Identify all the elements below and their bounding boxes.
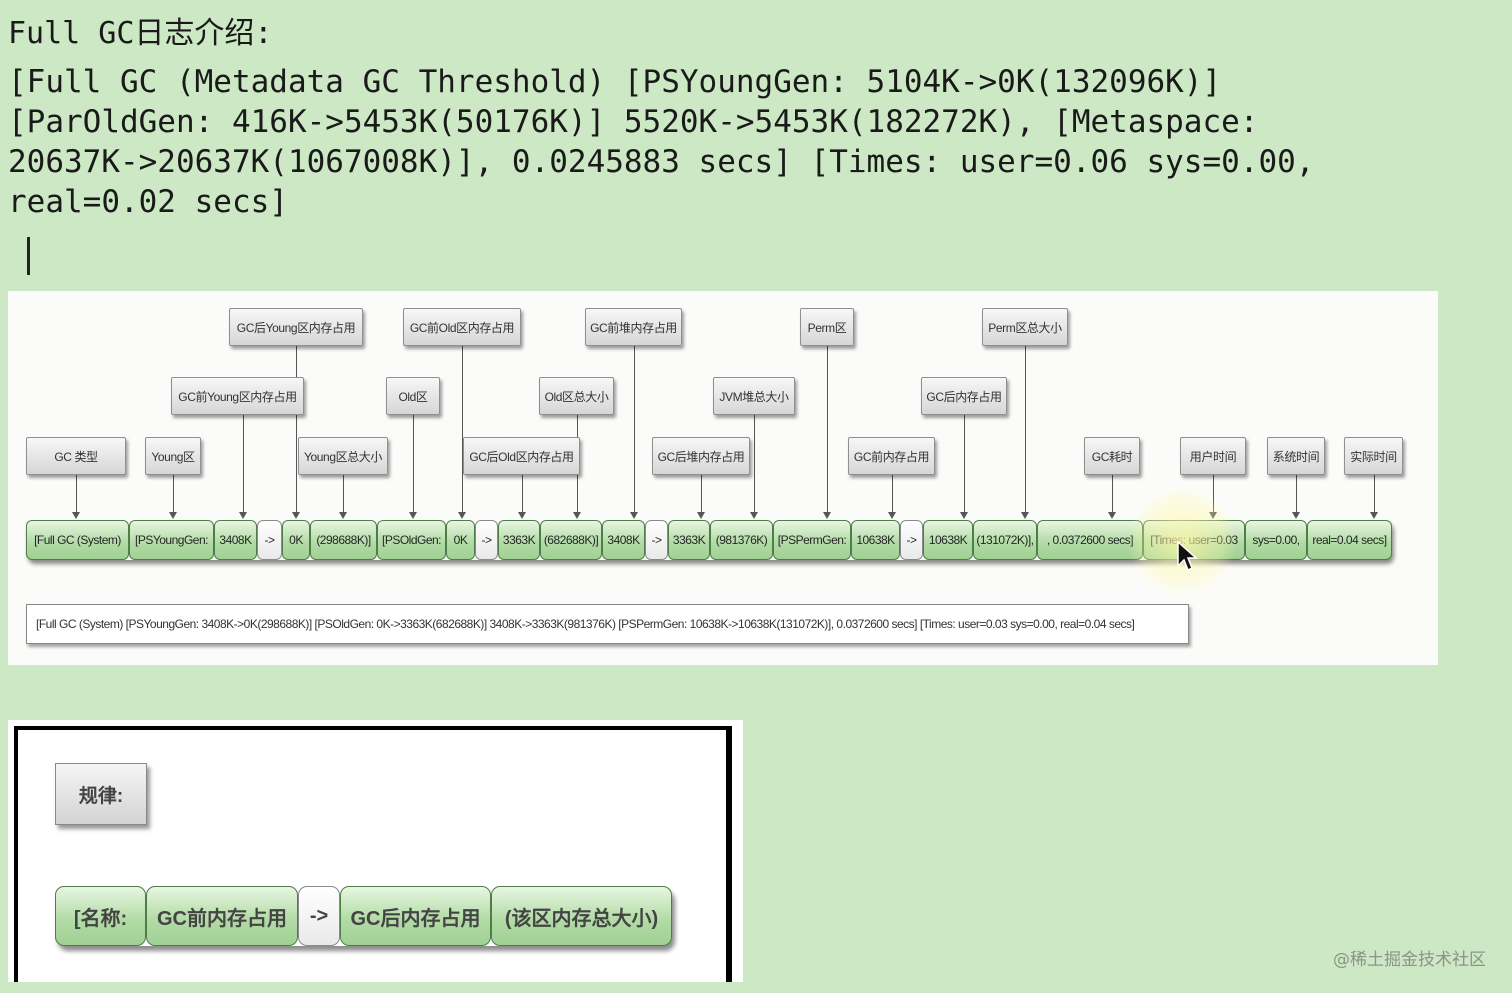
rule-panel: 规律: [名称: GC前内存占用 -> GC后内存占用 (该区内存总大小) bbox=[8, 720, 743, 982]
gc-log-line: [Full GC (Metadata GC Threshold) [PSYoun… bbox=[8, 64, 1315, 220]
callout-arrowhead bbox=[292, 512, 300, 519]
gc-log-diagram: 实际时间系统时间用户时间 GC耗时 Perm区总大小 GC后内存占用 GC前内存占用 Pe… bbox=[8, 291, 1438, 665]
segment-sys-time: sys=0.00, bbox=[1245, 520, 1307, 560]
callout-arrowhead bbox=[1209, 512, 1217, 519]
callout-arrowhead bbox=[630, 512, 638, 519]
callout-old-before: GC前Old区内存占用 bbox=[403, 308, 521, 346]
segment-arrow: -> bbox=[900, 520, 923, 560]
callout-connector bbox=[1374, 475, 1375, 513]
callout-arrowhead bbox=[823, 512, 831, 519]
callout-connector bbox=[76, 475, 77, 513]
callout-arrowhead bbox=[1021, 512, 1029, 519]
callout-heap-after: GC后堆内存占用 bbox=[652, 437, 750, 475]
callout-arrowhead bbox=[888, 512, 896, 519]
segment-arrow: -> bbox=[475, 520, 498, 560]
rule-label: 规律: bbox=[55, 763, 147, 825]
callout-perm-total: Perm区总大小 bbox=[982, 308, 1068, 346]
rule-segment-before: GC前内存占用 bbox=[146, 886, 298, 946]
segment-heap-before: 3408K bbox=[602, 520, 645, 560]
rule-segment-total: (该区内存总大小) bbox=[491, 886, 672, 946]
rule-segment-name: [名称: bbox=[55, 886, 146, 946]
text-caret bbox=[27, 237, 30, 275]
rule-frame bbox=[14, 726, 732, 982]
callout-connector bbox=[243, 415, 244, 513]
callout-young-total: Young区总大小 bbox=[298, 437, 388, 475]
callout-perm-after: GC后内存占用 bbox=[921, 377, 1007, 415]
callout-arrowhead bbox=[458, 512, 466, 519]
callout-connector bbox=[1296, 475, 1297, 513]
callout-arrowhead bbox=[409, 512, 417, 519]
watermark: @稀土掘金技术社区 bbox=[1333, 950, 1486, 970]
callout-old-total: Old区总大小 bbox=[539, 377, 614, 415]
segment-gc-type: [Full GC (System) bbox=[26, 520, 129, 560]
segment-arrow: -> bbox=[257, 520, 282, 560]
callout-arrowhead bbox=[960, 512, 968, 519]
callout-arrowhead bbox=[169, 512, 177, 519]
rule-segment-after: GC后内存占用 bbox=[340, 886, 491, 946]
callout-connector bbox=[413, 415, 414, 513]
callout-connector bbox=[634, 346, 635, 513]
callout-connector bbox=[827, 346, 828, 513]
segment-arrow: -> bbox=[645, 520, 668, 560]
callout-arrowhead bbox=[72, 512, 80, 519]
callout-connector bbox=[701, 475, 702, 513]
callout-perm-label: Perm区 bbox=[800, 308, 854, 346]
segment-perm-after: 10638K bbox=[923, 520, 973, 560]
page-heading: Full GC日志介绍: bbox=[8, 16, 273, 51]
callout-arrowhead bbox=[339, 512, 347, 519]
segment-old-before: 0K bbox=[446, 520, 475, 560]
callout-old-after: GC后Old区内存占用 bbox=[463, 437, 580, 475]
callout-connector bbox=[522, 475, 523, 513]
callout-connector bbox=[1025, 346, 1026, 513]
callout-young-before: GC前Young区内存占用 bbox=[171, 377, 304, 415]
callout-arrowhead bbox=[1292, 512, 1300, 519]
callout-arrowhead bbox=[239, 512, 247, 519]
callout-connector bbox=[1112, 475, 1113, 513]
segment-psyounggen: [PSYoungGen: bbox=[129, 520, 214, 560]
callout-connector bbox=[754, 415, 755, 513]
callout-arrowhead bbox=[697, 512, 705, 519]
segment-heap-after: 3363K bbox=[668, 520, 710, 560]
segment-real-time: real=0.04 secs] bbox=[1307, 520, 1392, 560]
rule-segment-arrow: -> bbox=[298, 886, 340, 946]
callout-connector bbox=[343, 475, 344, 513]
mouse-cursor-icon bbox=[1177, 540, 1198, 572]
segment-old-total: (682688K)] bbox=[540, 520, 602, 560]
segment-perm-total: (131072K)], bbox=[973, 520, 1037, 560]
segment-young-before: 3408K bbox=[214, 520, 257, 560]
callout-real-time: 实际时间 bbox=[1344, 437, 1403, 475]
callout-old-label: Old区 bbox=[386, 377, 440, 415]
callout-connector bbox=[1213, 475, 1214, 513]
callout-young-label: Young区 bbox=[145, 437, 201, 475]
segment-psoldgen: [PSOldGen: bbox=[377, 520, 446, 560]
segment-young-total: (298688K)] bbox=[310, 520, 377, 560]
callout-connector bbox=[462, 346, 463, 513]
callout-arrowhead bbox=[1108, 512, 1116, 519]
callout-arrowhead bbox=[750, 512, 758, 519]
callout-user-time: 用户时间 bbox=[1180, 437, 1246, 475]
callout-heap-before: GC前堆内存占用 bbox=[585, 308, 682, 346]
callout-connector bbox=[296, 346, 297, 513]
segment-pspermgen: [PSPermGen: bbox=[773, 520, 851, 560]
callout-connector bbox=[173, 475, 174, 513]
segment-gc-time: , 0.0372600 secs] bbox=[1037, 520, 1143, 560]
full-log-line: [Full GC (System) [PSYoungGen: 3408K->0K… bbox=[26, 604, 1189, 644]
segment-perm-before: 10638K bbox=[851, 520, 900, 560]
callout-arrowhead bbox=[573, 512, 581, 519]
segment-old-after: 3363K bbox=[498, 520, 540, 560]
callout-connector bbox=[892, 475, 893, 513]
callout-arrowhead bbox=[1370, 512, 1378, 519]
callout-arrowhead bbox=[518, 512, 526, 519]
callout-gc-type: GC 类型 bbox=[26, 437, 126, 475]
callout-young-after: GC后Young区内存占用 bbox=[229, 308, 363, 346]
segment-young-after: 0K bbox=[282, 520, 310, 560]
callout-connector bbox=[964, 415, 965, 513]
rule-segment-bar: [名称: GC前内存占用 -> GC后内存占用 (该区内存总大小) bbox=[55, 886, 672, 946]
callout-gc-time: GC耗时 bbox=[1084, 437, 1140, 475]
callout-perm-before: GC前内存占用 bbox=[848, 437, 935, 475]
segment-heap-total: (981376K) bbox=[710, 520, 773, 560]
callout-jvm-heap-total: JVM堆总大小 bbox=[713, 377, 795, 415]
callout-sys-time: 系统时间 bbox=[1267, 437, 1325, 475]
